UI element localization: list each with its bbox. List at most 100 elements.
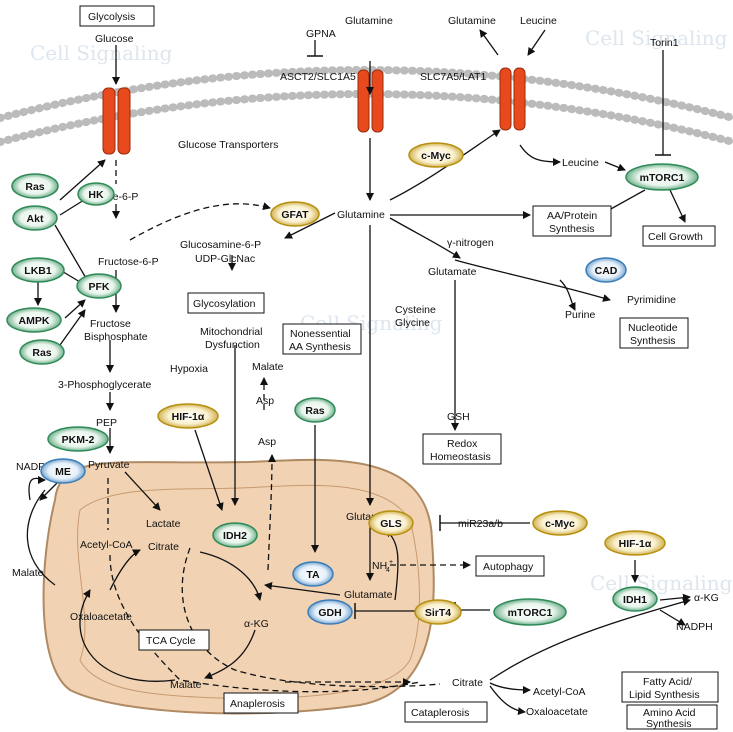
pill-idh1: IDH1: [612, 586, 658, 612]
pathway-arrows: [26, 29, 691, 716]
pill-hif1a-a: HIF-1α: [157, 403, 219, 429]
svg-text:SLC7A5/LAT1: SLC7A5/LAT1: [420, 71, 487, 83]
pill-ras-2: Ras: [19, 339, 65, 365]
svg-text:SirT4: SirT4: [425, 607, 451, 619]
svg-text:Lipid Synthesis: Lipid Synthesis: [629, 689, 700, 701]
svg-text:IDH1: IDH1: [623, 594, 647, 606]
svg-text:Redox: Redox: [447, 438, 478, 450]
pill-lkb1: LKB1: [11, 257, 65, 283]
svg-text:TCA Cycle: TCA Cycle: [146, 635, 196, 647]
svg-text:Synthesis: Synthesis: [630, 335, 676, 347]
svg-text:Asp: Asp: [258, 436, 276, 448]
svg-text:Acetyl-CoA: Acetyl-CoA: [533, 686, 586, 698]
svg-text:Glucosamine-6-P: Glucosamine-6-P: [180, 239, 261, 251]
svg-text:Glutamate: Glutamate: [428, 266, 477, 278]
svg-text:Glutamate: Glutamate: [344, 589, 393, 601]
svg-text:Hypoxia: Hypoxia: [170, 363, 208, 375]
box-glycolysis: Glycolysis: [79, 5, 155, 27]
svg-text:GPNA: GPNA: [306, 28, 336, 40]
svg-text:c-Myc: c-Myc: [421, 150, 451, 162]
pill-cad: CAD: [585, 257, 627, 283]
svg-text:AA Synthesis: AA Synthesis: [289, 341, 351, 353]
svg-text:Homeostasis: Homeostasis: [430, 451, 491, 463]
svg-text:GDH: GDH: [318, 607, 341, 619]
svg-text:Cell Signaling: Cell Signaling: [585, 26, 728, 50]
svg-text:Glycosylation: Glycosylation: [193, 298, 256, 310]
svg-text:Amino Acid: Amino Acid: [643, 707, 696, 719]
svg-text:NADPH: NADPH: [676, 621, 713, 633]
svg-text:UDP-GlcNac: UDP-GlcNac: [195, 253, 255, 265]
pill-gdh: GDH: [307, 599, 353, 625]
svg-text:HK: HK: [88, 189, 104, 201]
svg-text:Malate: Malate: [252, 361, 284, 373]
svg-text:mTORC1: mTORC1: [640, 172, 685, 184]
glucose-transporter: [102, 87, 131, 155]
svg-text:Autophagy: Autophagy: [483, 561, 534, 573]
mitochondrion: [42, 458, 435, 715]
pill-sirt4: SirT4: [414, 599, 462, 625]
akg-label: α-KG: [244, 618, 269, 630]
svg-text:AA/Protein: AA/Protein: [547, 210, 597, 222]
pg3-label: 3-Phosphoglycerate: [58, 379, 152, 391]
pill-hk: HK: [77, 182, 115, 206]
svg-text:Fructose: Fructose: [90, 318, 131, 330]
svg-text:PKM-2: PKM-2: [62, 434, 95, 446]
svg-text:Purine: Purine: [565, 309, 596, 321]
svg-text:Glycolysis: Glycolysis: [88, 11, 135, 23]
box-tca: TCA Cycle: [138, 629, 210, 651]
svg-text:Cell Signaling: Cell Signaling: [30, 41, 173, 65]
svg-text:+: +: [389, 559, 393, 566]
pill-mtorc1-b: mTORC1: [493, 598, 567, 626]
glutamine-mid-label: Glutamine: [337, 209, 385, 221]
svg-text:Anaplerosis: Anaplerosis: [230, 698, 285, 710]
svg-text:PFK: PFK: [89, 281, 110, 293]
fructose6p-label: Fructose-6-P: [98, 256, 159, 268]
svg-text:Nucleotide: Nucleotide: [628, 322, 678, 334]
svg-text:Mitochondrial: Mitochondrial: [200, 326, 262, 338]
svg-text:miR23a/b: miR23a/b: [458, 518, 503, 530]
citrate-out-label: Citrate: [452, 677, 483, 689]
svg-text:Ras: Ras: [25, 181, 44, 193]
pyruvate-label: Pyruvate: [88, 459, 130, 471]
leucine-label: Leucine: [562, 157, 599, 169]
pill-mtorc1-a: mTORC1: [625, 163, 699, 191]
svg-text:HIF-1α: HIF-1α: [619, 538, 652, 550]
pill-ras-1: Ras: [11, 173, 59, 199]
svg-text:TA: TA: [306, 569, 320, 581]
svg-text:LKB1: LKB1: [24, 265, 52, 277]
pill-gfat: GFAT: [270, 201, 320, 227]
pill-ras-3: Ras: [294, 397, 336, 423]
svg-text:c-Myc: c-Myc: [545, 518, 575, 530]
svg-text:Cataplerosis: Cataplerosis: [411, 707, 469, 719]
svg-text:Ras: Ras: [32, 347, 51, 359]
malate-left-label: Malate: [12, 567, 44, 579]
box-autophagy: Autophagy: [475, 555, 545, 577]
box-glycosylation: Glycosylation: [187, 292, 265, 314]
citrate-label: Citrate: [148, 541, 179, 553]
svg-text:GSH: GSH: [447, 411, 470, 423]
pill-akt: Akt: [12, 205, 58, 231]
box-fatty-acid: Fatty Acid/Lipid Synthesis: [621, 671, 719, 703]
svg-text:Dysfunction: Dysfunction: [205, 339, 260, 351]
pill-me: ME: [40, 458, 86, 484]
svg-text:GLS: GLS: [380, 518, 402, 530]
lat1-transporter: [499, 67, 526, 131]
svg-text:CAD: CAD: [595, 265, 618, 277]
svg-text:GFAT: GFAT: [281, 209, 309, 221]
oxaloacetate-label: Oxaloacetate: [70, 611, 132, 623]
lactate-label: Lactate: [146, 518, 181, 530]
svg-text:Cell Signaling: Cell Signaling: [590, 571, 733, 595]
svg-text:Akt: Akt: [27, 213, 44, 225]
glucose-label: Glucose: [95, 33, 134, 45]
svg-text:Asp: Asp: [256, 395, 274, 407]
svg-text:NH: NH: [372, 560, 387, 572]
svg-text:γ-nitrogen: γ-nitrogen: [447, 237, 494, 249]
svg-text:Glutamine: Glutamine: [448, 15, 496, 27]
svg-text:mTORC1: mTORC1: [508, 607, 553, 619]
pill-ampk: AMPK: [6, 307, 62, 333]
acetylcoa-label: Acetyl-CoA: [80, 539, 133, 551]
process-boxes: Glycolysis Glycosylation NonessentialAA …: [79, 5, 719, 730]
